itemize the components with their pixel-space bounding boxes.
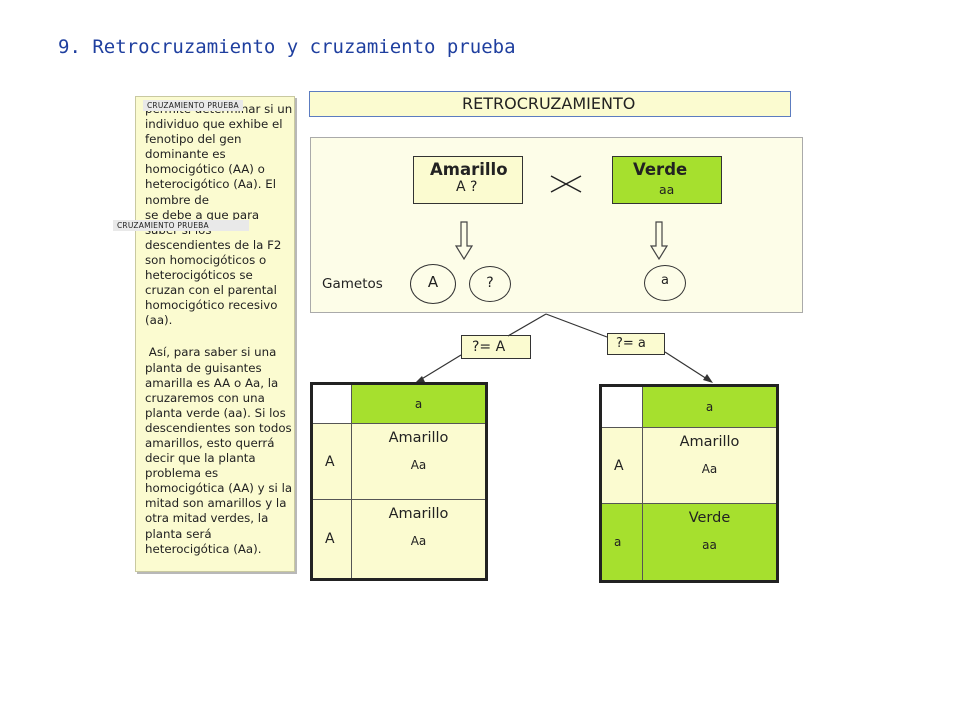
table1-cell1-genotype: Aa <box>410 458 427 472</box>
table2-corner <box>600 385 643 428</box>
tag-cruzamiento-prueba-top: CRUZAMIENTO PRUEBA <box>143 100 243 111</box>
parent1-arrow-icon <box>454 221 474 261</box>
table2-row1-header: A <box>600 427 643 504</box>
parent1-genotype: A ? <box>456 179 478 195</box>
table2-cell2-genotype: aa <box>702 538 717 552</box>
table1-row1-header: A <box>311 423 352 500</box>
tag-cruzamiento-prueba-mid: CRUZAMIENTO PRUEBA <box>113 220 249 231</box>
note-paragraph-1b: se debe a que para saber si los descendi… <box>145 207 282 328</box>
cross-symbol-line-2 <box>550 175 582 193</box>
punnett-table-2: a A Amarillo Aa a Verde aa <box>599 384 779 583</box>
parent-verde: Verde aa <box>612 156 722 204</box>
gamete-A: A <box>410 264 456 304</box>
note-paragraph-2: Así, para saber si una planta de guisant… <box>145 345 293 556</box>
arrowhead-table2 <box>703 374 713 383</box>
arrow-to-table2 <box>664 351 708 380</box>
table2-row2-header: a <box>600 503 643 582</box>
parent1-name: Amarillo <box>430 160 508 179</box>
arrow-to-table1 <box>419 354 462 381</box>
gamete-unknown: ? <box>469 266 511 302</box>
retrocruzamiento-header: RETROCRUZAMIENTO <box>309 91 791 117</box>
parent2-genotype: aa <box>659 182 675 197</box>
table2-col-header: a <box>642 385 778 428</box>
table1-cell-2: Amarillo Aa <box>351 499 487 580</box>
parent2-name: Verde <box>633 160 688 179</box>
table1-cell2-phenotype: Amarillo <box>388 506 449 522</box>
explanation-text: permite determinar si un individuo que e… <box>145 102 295 568</box>
note-paragraph-1a: permite determinar si un individuo que e… <box>145 102 293 207</box>
table2-cell1-phenotype: Amarillo <box>679 434 740 450</box>
table1-corner <box>311 383 352 424</box>
case-label-A: ?= A <box>461 335 531 359</box>
table2-cell1-genotype: Aa <box>701 462 718 476</box>
table1-cell-1: Amarillo Aa <box>351 423 487 500</box>
table2-cell-1: Amarillo Aa <box>642 427 778 504</box>
branch-line-left <box>507 313 547 337</box>
explanation-note <box>135 96 295 572</box>
table1-cell2-genotype: Aa <box>410 534 427 548</box>
table1-row2-header: A <box>311 499 352 580</box>
case-label-a: ?= a <box>607 333 665 355</box>
punnett-table-1: a A Amarillo Aa A Amarillo Aa <box>310 382 488 581</box>
parent-amarillo: Amarillo A ? <box>413 156 523 204</box>
table2-cell-2: Verde aa <box>642 503 778 582</box>
branch-line-right <box>545 313 608 338</box>
gamete-a: a <box>644 265 686 301</box>
table2-cell2-phenotype: Verde <box>688 510 731 526</box>
parent2-arrow-icon <box>649 221 669 261</box>
table1-col-header: a <box>351 383 487 424</box>
table1-cell1-phenotype: Amarillo <box>388 430 449 446</box>
slide-title: 9. Retrocruzamiento y cruzamiento prueba <box>58 36 516 58</box>
gametes-label: Gametos <box>322 276 383 292</box>
